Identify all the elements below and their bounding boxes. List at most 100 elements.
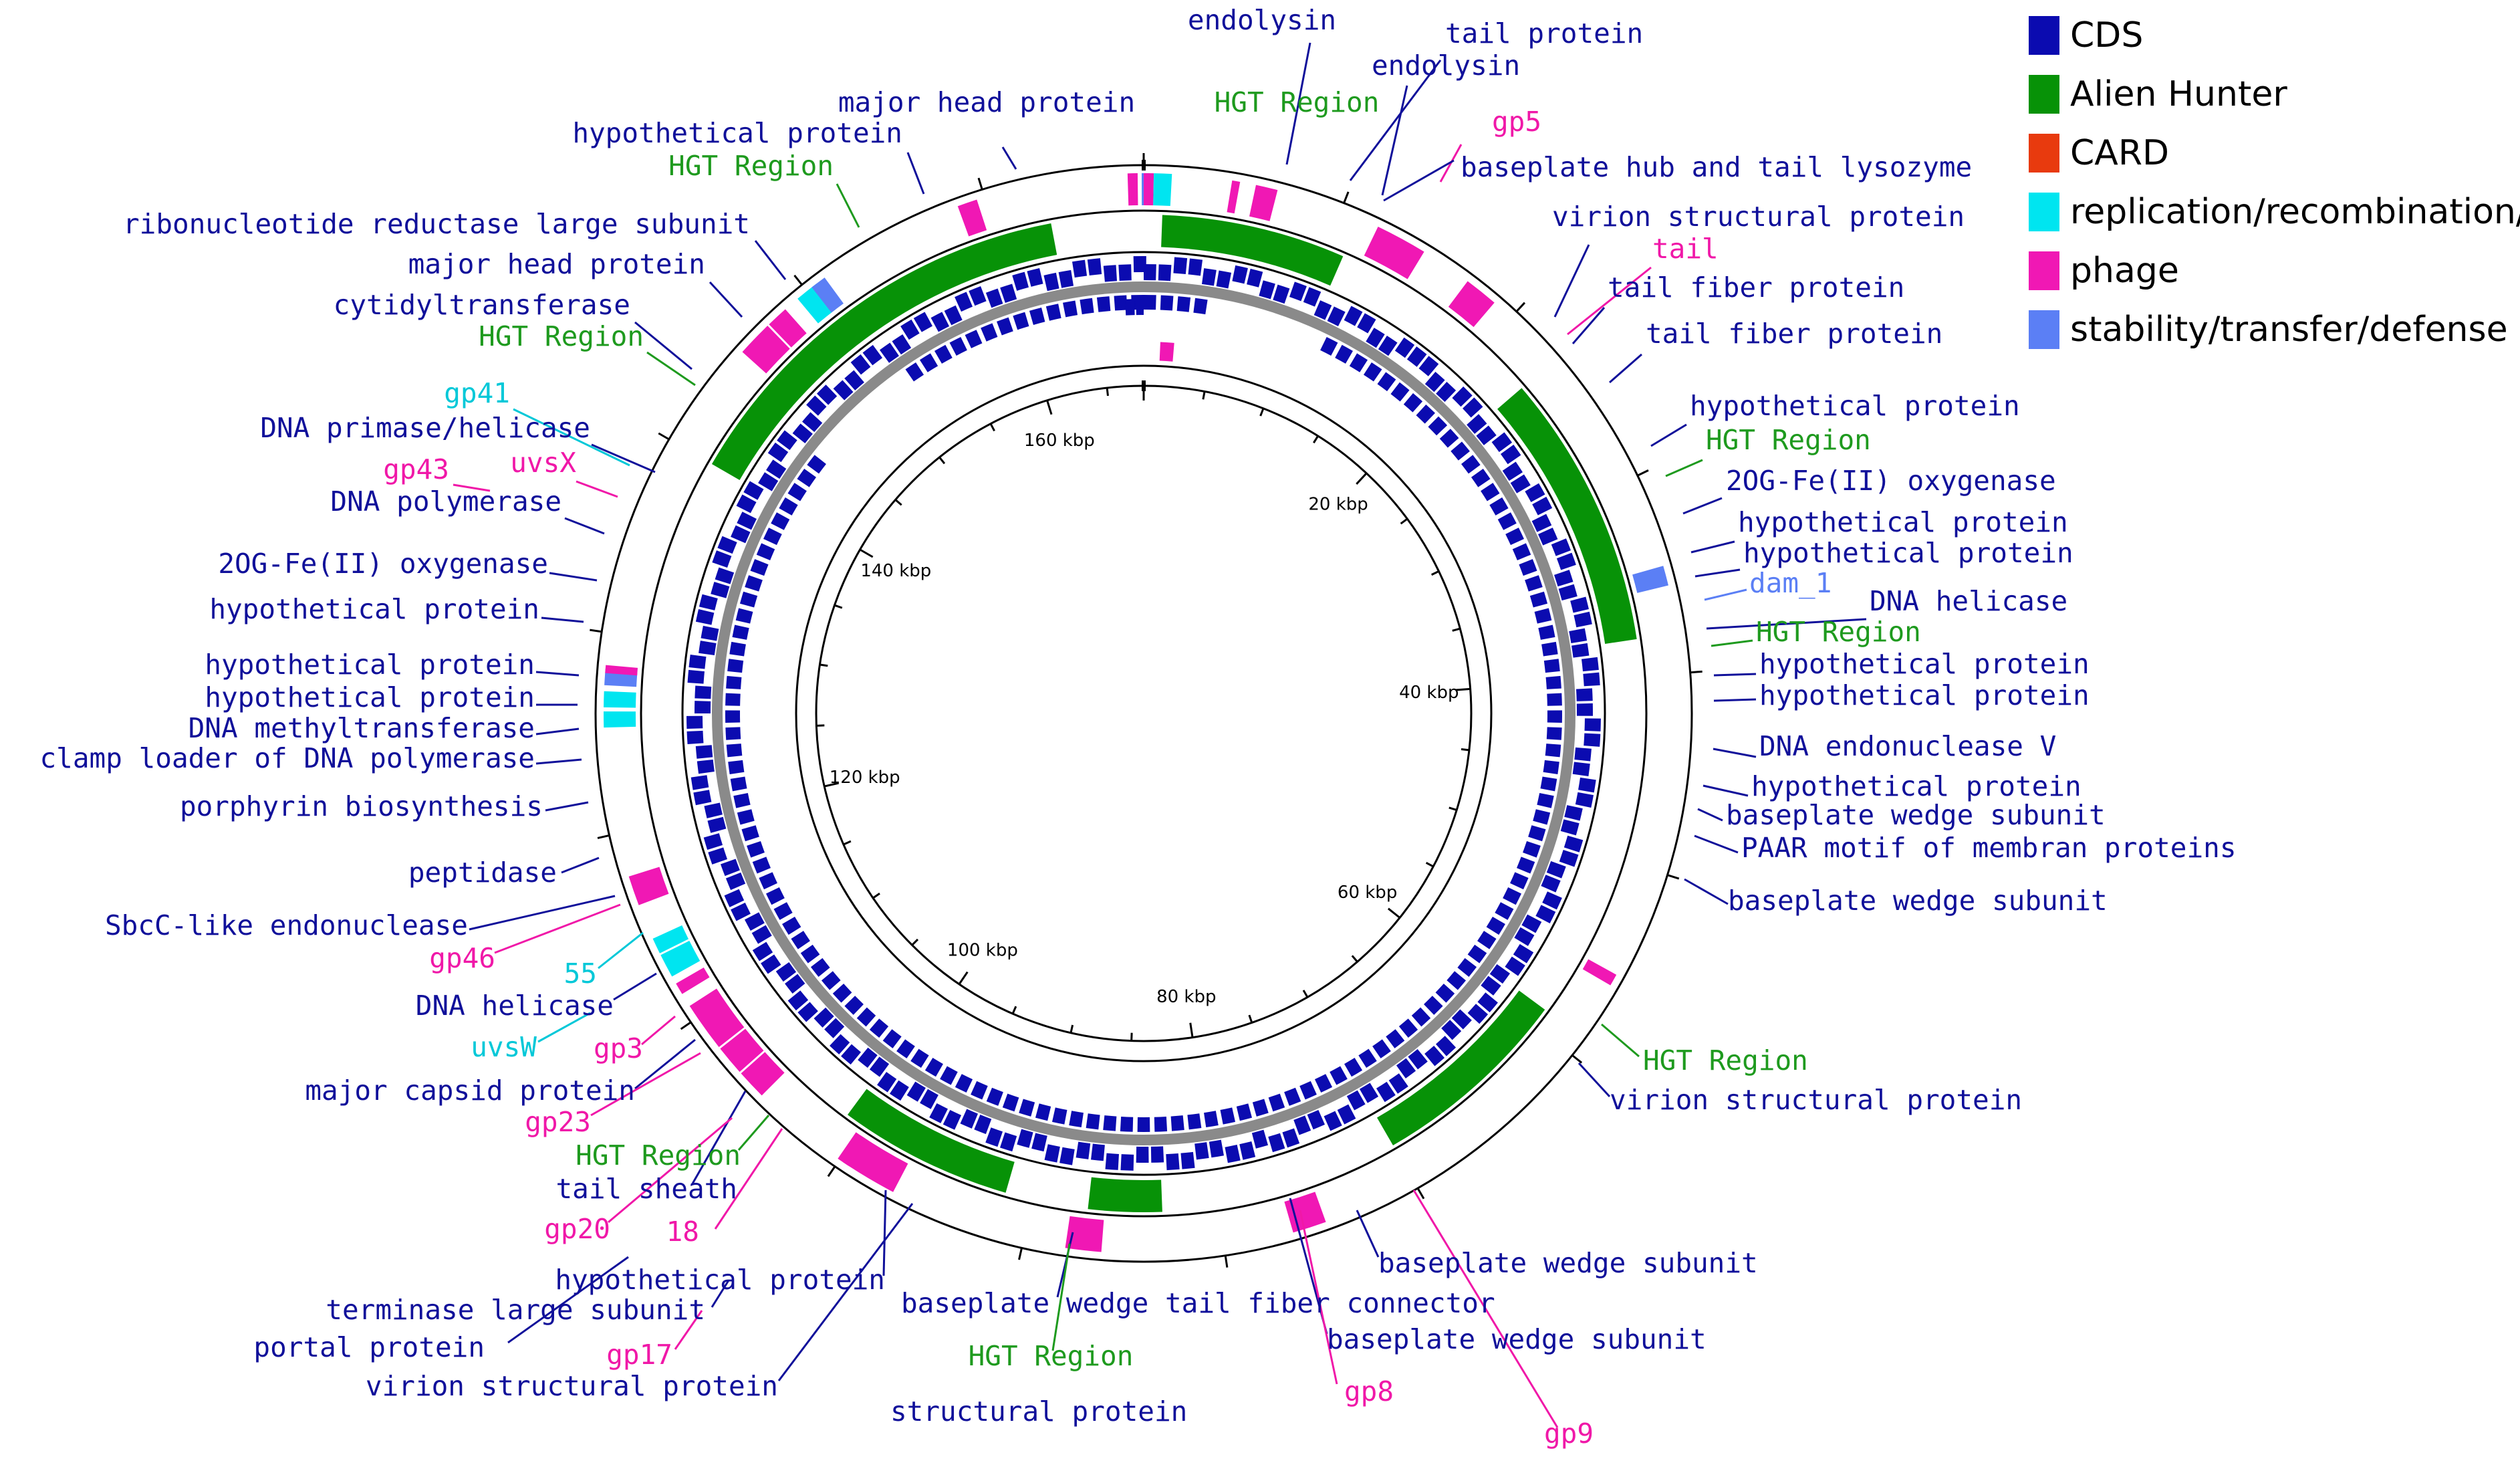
feature-label-phage: gp23 xyxy=(525,1106,591,1138)
cds-arrow-reverse xyxy=(1411,1007,1431,1027)
scale-tick-label: 140 kbp xyxy=(860,561,931,581)
label-leader-line xyxy=(535,758,582,765)
label-leader-line xyxy=(906,152,925,195)
cds-arrow xyxy=(717,536,737,554)
cds-arrow-reverse xyxy=(1403,392,1423,413)
cds-arrow xyxy=(913,312,932,332)
scale-tick-label: 80 kbp xyxy=(1156,987,1216,1007)
cds-arrow xyxy=(830,1034,850,1055)
feature-label-phage: gp9 xyxy=(1544,1418,1594,1450)
outer-tick xyxy=(827,1165,836,1177)
feature-label-gene: DNA primase/helicase xyxy=(260,412,590,444)
cds-arrow xyxy=(1551,538,1571,556)
cds-arrow xyxy=(1477,992,1498,1013)
cds-arrow-reverse xyxy=(1236,1103,1253,1121)
cds-arrow xyxy=(869,1056,890,1077)
cds-arrow-reverse xyxy=(1543,659,1560,673)
cds-arrow-reverse xyxy=(955,1074,973,1093)
feature-label-gene: hypothetical protein xyxy=(1759,648,2090,680)
cds-arrow-reverse xyxy=(1497,512,1517,530)
label-leader-line xyxy=(576,480,618,498)
scale-tick xyxy=(1448,806,1457,811)
cds-arrow xyxy=(701,625,719,641)
cds-arrow xyxy=(1505,956,1525,976)
cds-arrow xyxy=(880,342,899,363)
cds-arrow-reverse xyxy=(756,543,775,560)
cds-arrow xyxy=(737,512,757,530)
cds-arrow xyxy=(1346,1090,1366,1111)
feature-label-gene: baseplate wedge tail fiber connector xyxy=(901,1287,1495,1319)
cds-arrow xyxy=(1201,268,1217,286)
cds-arrow-reverse xyxy=(752,857,771,874)
cds-arrow xyxy=(1289,281,1307,302)
scale-tick xyxy=(1106,387,1109,396)
hgt-region-block xyxy=(1377,990,1545,1146)
cds-arrow-reverse xyxy=(1358,1048,1377,1068)
cds-arrow xyxy=(1058,269,1074,288)
label-leader-line xyxy=(1706,618,1867,630)
outer-tick xyxy=(1018,1248,1023,1260)
outer-feature-block xyxy=(838,1132,866,1165)
feature-label-gene: baseplate wedge subunit xyxy=(1378,1247,1758,1279)
cds-arrow xyxy=(1553,570,1573,587)
cds-arrow xyxy=(767,442,789,463)
cds-arrow-reverse xyxy=(1545,675,1561,689)
cds-arrow xyxy=(900,319,920,340)
cds-arrow xyxy=(1091,1143,1105,1161)
cds-arrow-reverse xyxy=(821,971,841,990)
cds-arrow xyxy=(1017,1129,1033,1148)
cds-arrow xyxy=(761,954,781,974)
cds-arrow xyxy=(858,1047,878,1068)
outer-tick xyxy=(680,1021,692,1030)
outer-feature-block xyxy=(1249,185,1278,221)
cds-arrow xyxy=(1136,1146,1149,1163)
scale-tick xyxy=(1431,570,1440,576)
cds-arrow xyxy=(1103,265,1118,282)
cds-arrow xyxy=(1216,270,1232,289)
cds-arrow xyxy=(1303,287,1321,307)
cds-arrow-reverse xyxy=(981,323,998,342)
cds-arrow-reverse xyxy=(1160,295,1174,311)
cds-arrow xyxy=(1436,381,1457,403)
cds-arrow-reverse xyxy=(732,625,749,640)
cds-arrow xyxy=(715,567,735,584)
feature-label-phage: tail xyxy=(1652,233,1719,265)
legend-swatch xyxy=(2029,16,2059,55)
cds-arrow xyxy=(824,1018,845,1038)
cds-arrow-reverse xyxy=(750,559,769,576)
scale-tick xyxy=(1259,408,1265,417)
cds-arrow-reverse xyxy=(737,809,755,825)
cds-arrow-reverse xyxy=(1330,1066,1348,1085)
legend-label: CARD xyxy=(2070,133,2169,173)
label-leader-line xyxy=(608,1117,733,1224)
cds-arrow-reverse xyxy=(726,675,742,689)
cds-arrow xyxy=(813,1007,834,1028)
cds-arrow xyxy=(1133,256,1146,273)
cds-arrow-reverse xyxy=(1204,1111,1219,1128)
cds-arrow-reverse xyxy=(844,996,864,1015)
feature-label-gene: hypothetical protein xyxy=(205,681,535,713)
cds-arrow-reverse xyxy=(1284,1087,1301,1106)
feature-label-hgt: HGT Region xyxy=(1643,1044,1808,1077)
cds-arrow-reverse xyxy=(1519,559,1537,576)
feature-label-hgt: HGT Region xyxy=(479,320,644,352)
cds-arrow-reverse xyxy=(832,984,852,1003)
scale-tick xyxy=(843,840,852,846)
cds-arrow xyxy=(775,962,797,982)
feature-label-hgt: HGT Region xyxy=(576,1139,741,1171)
cds-arrow-reverse xyxy=(1517,857,1535,874)
cds-arrow xyxy=(687,669,705,684)
cds-arrow xyxy=(1563,835,1584,853)
label-leader-line xyxy=(1553,244,1590,318)
label-leader-line xyxy=(1684,878,1729,905)
cds-arrow xyxy=(1327,306,1346,326)
cds-arrow-reverse xyxy=(1019,1099,1035,1117)
cds-arrow xyxy=(806,395,827,416)
cds-arrow xyxy=(816,384,838,405)
cds-arrow xyxy=(892,334,912,355)
feature-label-stab: dam_1 xyxy=(1749,567,1832,599)
label-leader-line xyxy=(513,408,630,467)
label-leader-lines xyxy=(453,42,1867,1428)
scale-tick xyxy=(834,604,843,609)
cds-arrow-reverse xyxy=(1002,1093,1019,1112)
